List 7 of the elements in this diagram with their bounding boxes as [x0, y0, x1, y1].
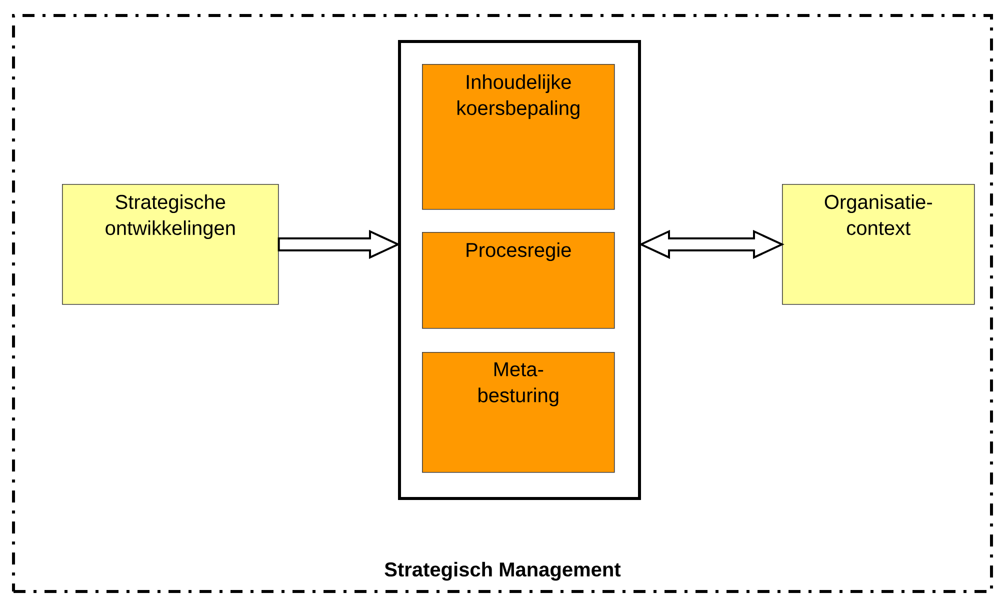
context-box: Strategische ontwikkelingen: [62, 184, 279, 305]
container-box: [398, 40, 641, 500]
process-box: Procesregie: [422, 232, 615, 329]
context-box: Organisatie- context: [782, 184, 975, 305]
process-box: Inhoudelijke koersbepaling: [422, 64, 615, 210]
process-box: Meta- besturing: [422, 352, 615, 473]
hollow-arrow: [278, 230, 400, 259]
